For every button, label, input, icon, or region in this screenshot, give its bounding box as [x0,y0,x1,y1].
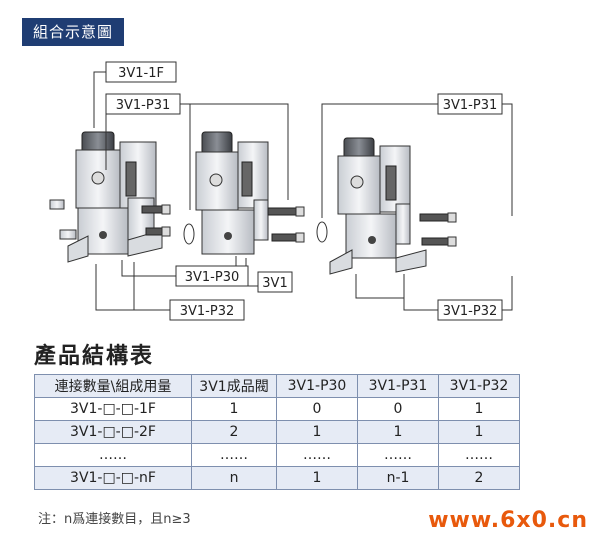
table-cell: …… [191,443,277,467]
table-cell: 1 [357,420,439,444]
table-cell: n-1 [357,466,439,490]
table-cell: …… [276,443,358,467]
product-structure-table: 連接數量\組成用量 3V1成品閥 3V1-P30 3V1-P31 3V1-P32… [34,374,520,490]
table-cell: 1 [276,466,358,490]
table-row: …… …… …… …… …… [34,443,520,467]
svg-text:3V1-P31: 3V1-P31 [443,98,498,113]
plug-part [49,199,65,210]
table-cell: 1 [191,397,277,421]
leader-lines [93,71,513,311]
label-3v1-p31-left: 3V1-P31 [105,93,181,115]
table-cell: 3V1-□-□-2F [34,420,192,444]
oring-part [316,221,328,243]
table-cell: 2 [191,420,277,444]
table-row: 3V1-□-□-2F 2 1 1 1 [34,420,520,444]
label-3v1-1f: 3V1-1F [105,61,177,83]
svg-text:3V1: 3V1 [262,276,287,291]
table-row: 3V1-□-□-nF n 1 n-1 2 [34,466,520,490]
table-row: 3V1-□-□-1F 1 0 0 1 [34,397,520,421]
screw-part [267,206,305,217]
svg-text:3V1-1F: 3V1-1F [118,66,164,81]
table-header-row: 連接數量\組成用量 3V1成品閥 3V1-P30 3V1-P31 3V1-P32 [34,374,520,398]
table-cell: …… [438,443,520,467]
valve-right [329,137,427,275]
screw-part [141,204,171,215]
table-cell: 0 [357,397,439,421]
screw-part [421,236,457,247]
label-3v1-p32-bottom: 3V1-P32 [169,299,245,321]
screw-part [145,226,171,237]
table-header-cell: 3V1-P32 [438,374,520,398]
table-header-cell: 連接數量\組成用量 [34,374,192,398]
valve-middle [195,131,269,255]
table-cell: n [191,466,277,490]
screw-part [271,232,305,243]
svg-text:3V1-P31: 3V1-P31 [116,98,171,113]
watermark-text: www.6x0.cn [428,508,588,533]
valve-assembly-diagram: 3V1-1F 3V1-P31 3V1-P31 3V1-P30 3V1 3V1-P… [49,61,513,321]
label-3v1-p32-right: 3V1-P32 [437,299,503,321]
label-3v1: 3V1 [257,271,293,293]
label-3v1-p30: 3V1-P30 [175,265,249,287]
table-cell: 3V1-□-□-nF [34,466,192,490]
footnote: 注：n爲連接數目，且n≥3 [38,512,191,527]
table-header-cell: 3V1成品閥 [191,374,277,398]
screw-part [419,212,457,223]
valve-left [67,131,163,263]
table-header-cell: 3V1-P30 [276,374,358,398]
label-3v1-p31-right: 3V1-P31 [437,93,503,115]
plug-part [59,229,77,240]
svg-text:3V1-P32: 3V1-P32 [180,304,235,319]
table-cell: 1 [438,420,520,444]
table-cell: 1 [276,420,358,444]
oring-part [183,223,195,245]
table-cell: 2 [438,466,520,490]
table-cell: …… [34,443,192,467]
section-title: 產品結構表 [34,344,155,369]
table-cell: …… [357,443,439,467]
table-header-cell: 3V1-P31 [357,374,439,398]
svg-text:3V1-P30: 3V1-P30 [185,270,240,285]
table-cell: 3V1-□-□-1F [34,397,192,421]
table-cell: 1 [438,397,520,421]
svg-text:3V1-P32: 3V1-P32 [443,304,498,319]
section-tag: 組合示意圖 [22,18,124,46]
table-cell: 0 [276,397,358,421]
